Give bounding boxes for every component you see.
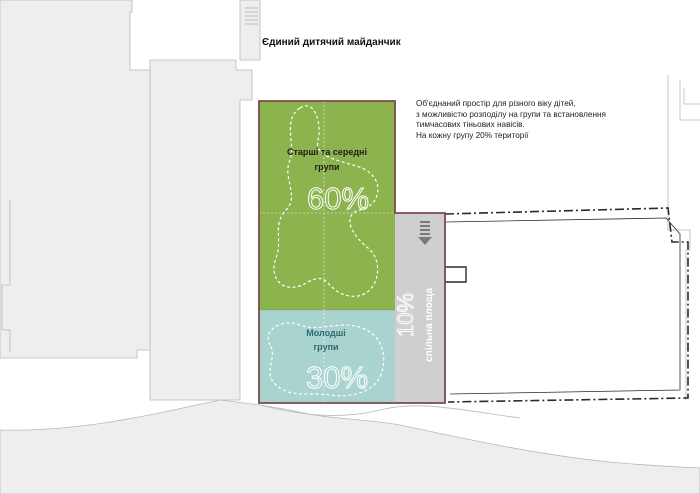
bottom-curb	[259, 404, 521, 419]
zone-junior-groups	[259, 310, 395, 403]
page-title: Єдиний дитячий майданчик	[262, 37, 401, 48]
description-line: тимчасових тіньових навісів.	[416, 120, 525, 129]
middle-building	[149, 59, 253, 401]
junior-label-line2: групи	[313, 342, 338, 352]
description: Об'єднаний простір для різного віку діте…	[416, 99, 606, 141]
senior-label-line1: Старші та середні	[287, 147, 367, 157]
top-strip	[239, 0, 261, 61]
description-line: з можливістю розподілу на групи та встан…	[416, 109, 606, 119]
site-outline	[258, 100, 446, 404]
stairs	[245, 7, 258, 25]
arrow-down-icon	[418, 221, 432, 245]
description-line: На кожну групу 20% території	[416, 130, 529, 140]
senior-label-line2: групи	[314, 162, 339, 172]
existing-building-dashed	[441, 207, 689, 403]
junior-label-line1: Молодші	[306, 328, 345, 338]
left-building	[0, 0, 151, 359]
grid-guides	[259, 101, 395, 403]
zone-senior-groups	[259, 101, 395, 310]
senior-percent: 60%	[307, 181, 369, 216]
zone-shared-area	[395, 213, 445, 403]
junior-blob	[267, 322, 385, 397]
description-line: Об'єднаний простір для різного віку діте…	[416, 99, 576, 108]
right-building-edge	[667, 75, 700, 400]
junior-percent: 30%	[306, 360, 368, 395]
left-building-outline	[1, 200, 11, 352]
shared-percent: 10%	[393, 293, 418, 337]
shared-label: спільна площа	[424, 288, 435, 362]
street	[0, 399, 700, 494]
